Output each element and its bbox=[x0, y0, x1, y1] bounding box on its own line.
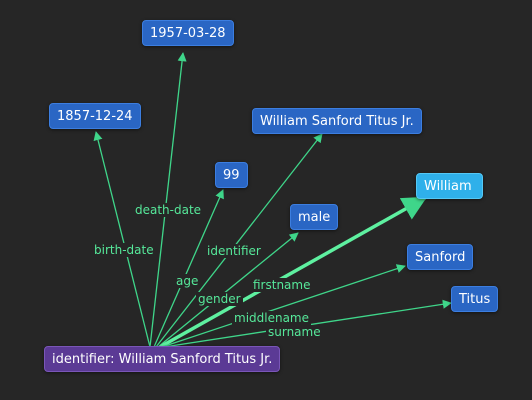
edge-middlename[interactable] bbox=[161, 264, 406, 348]
node-full-name[interactable]: William Sanford Titus Jr. bbox=[252, 108, 422, 134]
node-firstname-value[interactable]: William bbox=[416, 173, 483, 199]
edge-label-identifier: identifier bbox=[205, 244, 263, 258]
edge-label-birth-date: birth-date bbox=[92, 243, 156, 257]
edge-label-middlename: middlename bbox=[232, 311, 312, 325]
edge-label-death-date: death-date bbox=[133, 203, 204, 217]
edge-label-gender: gender bbox=[196, 292, 243, 306]
node-death-date-value[interactable]: 1957-03-28 bbox=[142, 20, 234, 46]
edge-gender[interactable] bbox=[157, 232, 299, 348]
edge-age[interactable] bbox=[153, 189, 224, 348]
edge-identifier[interactable] bbox=[155, 133, 323, 348]
node-gender-value[interactable]: male bbox=[290, 204, 339, 230]
edge-label-firstname: firstname bbox=[251, 278, 313, 292]
node-birth-date-value[interactable]: 1857-12-24 bbox=[49, 103, 141, 129]
edge-birth-date[interactable] bbox=[93, 131, 151, 348]
node-age-value[interactable]: 99 bbox=[215, 162, 248, 188]
edge-label-age: age bbox=[174, 274, 201, 288]
node-middlename-value[interactable]: Sanford bbox=[407, 244, 474, 270]
node-surname-value[interactable]: Titus bbox=[451, 286, 499, 312]
edge-label-surname: surname bbox=[266, 325, 323, 339]
node-source-identifier[interactable]: identifier: William Sanford Titus Jr. bbox=[44, 346, 281, 372]
edge-death-date[interactable] bbox=[149, 52, 187, 348]
edge-firstname[interactable] bbox=[159, 196, 428, 349]
